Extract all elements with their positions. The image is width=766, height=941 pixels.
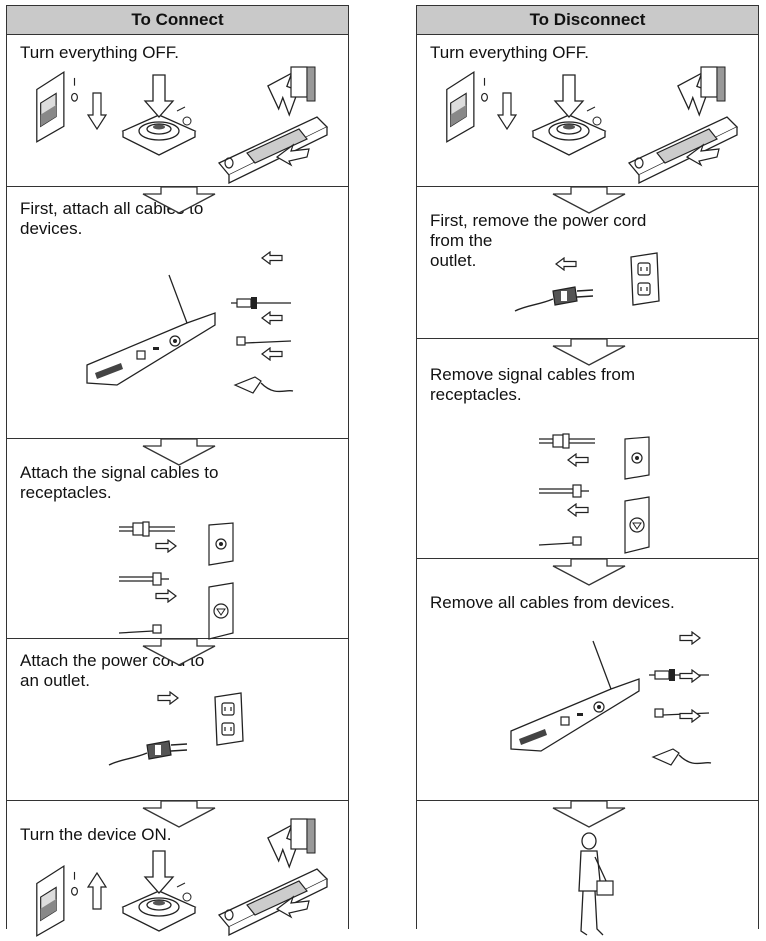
disconnect-step-device-cables: Remove all cables from devices. xyxy=(417,559,758,801)
wall-jacks-icon xyxy=(623,435,653,555)
flow-arrow-icon xyxy=(549,186,629,214)
push-button-icon xyxy=(119,73,199,163)
disconnect-step-signal-cables: Remove signal cables from receptacles. xyxy=(417,339,758,559)
flow-arrow-icon xyxy=(139,186,219,214)
rocker-switch-icon xyxy=(207,817,337,937)
connect-step-3-text: Attach the signal cables to receptacles. xyxy=(20,463,219,502)
left-arrow-icon xyxy=(567,503,589,517)
connect-column: To Connect Turn everything OFF. First, a… xyxy=(6,5,349,929)
disconnect-step-power-cord: First, remove the power cord from the ou… xyxy=(417,187,758,339)
power-outlet-icon xyxy=(627,251,663,307)
push-button-icon xyxy=(529,73,609,163)
disconnect-step-turn-off: Turn everything OFF. xyxy=(417,35,758,187)
connect-step-1-text: Turn everything OFF. xyxy=(20,43,180,62)
right-arrow-icon xyxy=(155,539,177,553)
power-switch-icon xyxy=(31,859,89,939)
disconnect-step-4-text: Remove all cables from devices. xyxy=(430,593,675,612)
flow-arrow-icon xyxy=(549,558,629,586)
connect-step-4-text: Attach the power cord to an outlet. xyxy=(20,651,205,690)
rocker-switch-icon xyxy=(617,65,747,185)
disconnect-column: To Disconnect Turn everything OFF. First… xyxy=(416,5,759,929)
disconnect-step-3-text: Remove signal cables from receptacles. xyxy=(430,365,636,404)
up-arrow-icon xyxy=(86,871,108,910)
laptop-ports-icon xyxy=(501,639,641,759)
down-arrow-icon xyxy=(86,92,108,131)
flow-arrow-icon xyxy=(549,800,629,828)
right-arrow-icon xyxy=(157,691,179,705)
connect-step-signal-cables: Attach the signal cables to receptacles. xyxy=(7,439,348,639)
walking-person-icon xyxy=(567,831,617,941)
push-button-icon xyxy=(119,849,199,939)
right-arrow-icon xyxy=(679,709,701,723)
connect-step-turn-off: Turn everything OFF. xyxy=(7,35,348,187)
right-arrow-icon xyxy=(679,669,701,683)
disconnect-step-walk-away xyxy=(417,801,758,930)
connect-step-turn-on: Turn the device ON. xyxy=(7,801,348,930)
wall-jacks-icon xyxy=(207,521,237,641)
connect-step-5-text: Turn the device ON. xyxy=(20,825,172,844)
disconnect-header: To Disconnect xyxy=(417,6,758,35)
power-plug-icon xyxy=(107,725,197,775)
laptop-ports-icon xyxy=(77,273,217,393)
connect-step-2-text: First, attach all cables to devices. xyxy=(20,199,204,238)
power-switch-icon xyxy=(441,65,499,145)
power-switch-icon xyxy=(31,65,89,145)
rocker-switch-icon xyxy=(207,65,337,185)
down-arrow-icon xyxy=(496,92,518,131)
flow-arrow-icon xyxy=(139,438,219,466)
left-arrow-icon xyxy=(555,257,577,271)
right-arrow-icon xyxy=(155,589,177,603)
power-plug-icon xyxy=(513,271,603,321)
flow-arrow-icon xyxy=(139,638,219,666)
connect-header: To Connect xyxy=(7,6,348,35)
right-arrow-icon xyxy=(679,631,701,645)
connect-step-power-cord: Attach the power cord to an outlet. xyxy=(7,639,348,801)
connect-step-attach-cables: First, attach all cables to devices. xyxy=(7,187,348,439)
signal-cables-icon xyxy=(537,431,597,561)
disconnect-step-1-text: Turn everything OFF. xyxy=(430,43,590,62)
cables-icon xyxy=(225,257,295,407)
power-outlet-icon xyxy=(211,691,247,747)
cables-icon xyxy=(643,629,713,779)
left-arrow-icon xyxy=(567,453,589,467)
disconnect-step-2-text: First, remove the power cord from the ou… xyxy=(430,211,647,270)
flow-arrow-icon xyxy=(549,338,629,366)
